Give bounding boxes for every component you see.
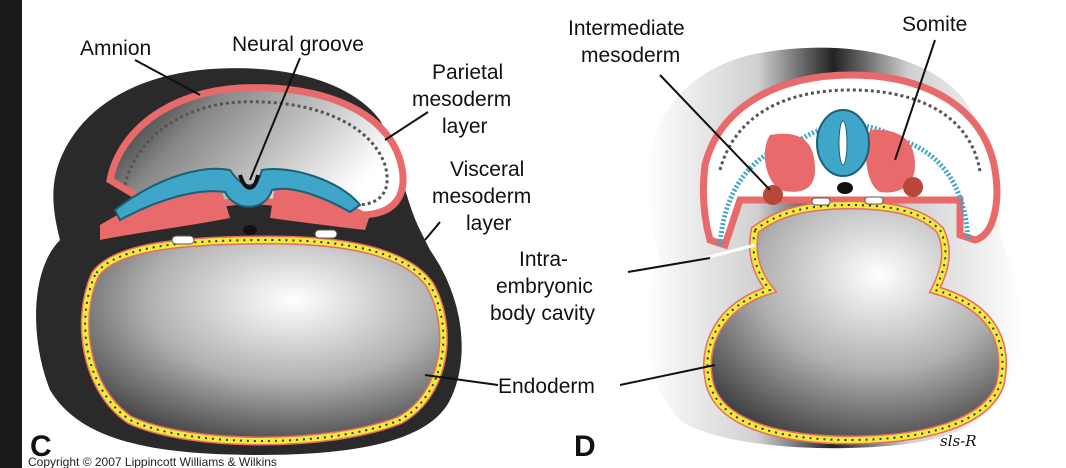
aorta-left-c <box>171 235 195 245</box>
leader-endoderm-d <box>619 364 716 386</box>
aorta-right-c <box>314 229 338 239</box>
somite-right-d <box>865 129 915 193</box>
label-intermediate-1: Intermediate <box>568 17 685 40</box>
yolk-sac-c <box>80 235 448 446</box>
panel-label-c: C <box>30 430 52 463</box>
neural-canal-d <box>838 120 848 166</box>
label-intermediate-2: mesoderm <box>581 44 680 67</box>
embryo-c <box>36 68 462 455</box>
leader-somite <box>894 39 936 161</box>
artist-signature: sls-R <box>940 432 977 450</box>
copyright-notice: Copyright © 2007 Lippincott Williams & W… <box>28 455 277 468</box>
label-neural-groove: Neural groove <box>232 33 364 56</box>
label-parietal-2: mesoderm <box>412 88 511 111</box>
endoderm-dots-d <box>706 203 1004 442</box>
amnion-membrane-c <box>123 100 389 207</box>
amnion-membrane-d <box>718 88 982 173</box>
mesoderm-right-c <box>270 185 370 230</box>
mesoderm-left-c <box>100 185 230 240</box>
label-somite: Somite <box>902 13 967 36</box>
label-endoderm: Endoderm <box>498 375 595 398</box>
neural-groove-c <box>238 174 260 190</box>
label-intraembryonic-3: body cavity <box>490 302 596 325</box>
leader-visceral <box>424 221 441 241</box>
label-amnion: Amnion <box>80 37 151 60</box>
notochord-c <box>243 225 257 235</box>
leader-parietal <box>384 111 429 141</box>
label-parietal-3: layer <box>442 115 488 138</box>
body-cavity-marker-d <box>704 243 756 260</box>
leader-endoderm <box>424 374 499 386</box>
label-intraembryonic-1: Intra- <box>519 248 568 271</box>
somite-left-d <box>764 133 815 192</box>
panel-label-d: D <box>574 430 596 463</box>
ectoderm-d <box>717 122 971 246</box>
label-visceral-2: mesoderm <box>432 185 531 208</box>
aorta-right-d <box>864 196 884 205</box>
label-visceral-1: Visceral <box>450 158 524 181</box>
frame-left <box>0 0 22 468</box>
leader-lines <box>134 39 936 386</box>
aorta-left-d <box>811 197 831 206</box>
label-parietal-1: Parietal <box>432 61 503 84</box>
leader-intraembryonic <box>627 257 711 273</box>
label-intraembryonic-2: embryonic <box>496 275 593 298</box>
leader-neural-groove <box>249 57 301 181</box>
leader-amnion <box>134 59 201 96</box>
neural-plate-c <box>113 167 362 222</box>
intermediate-mesoderm-left-d <box>763 185 783 205</box>
notochord-d <box>837 182 853 194</box>
label-visceral-3: layer <box>466 212 512 235</box>
intermediate-mesoderm-right-d <box>903 177 923 197</box>
leader-intermediate <box>659 74 771 191</box>
embryo-d <box>644 47 1022 449</box>
